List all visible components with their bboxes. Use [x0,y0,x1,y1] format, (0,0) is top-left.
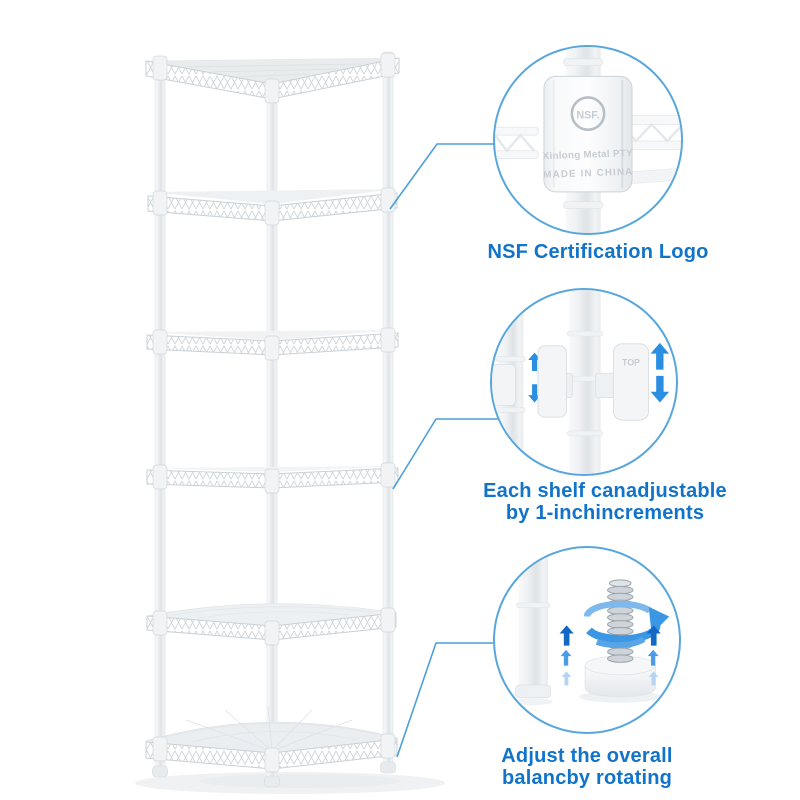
pole-lower-end [518,557,548,687]
nsf-caption: NSF Certification Logo [487,241,709,263]
engraving-brand-text: Xinlong Metal PTY [542,148,633,162]
adjust-caption-line1: Each shelf canadjustable [483,480,727,502]
balance-detail-illustration [513,557,670,706]
balance-caption-line1: Adjust the overall [501,745,673,767]
adjust-detail-illustration: TOP [492,290,670,474]
leader-line-balance [396,642,495,758]
collar-sleeve [543,75,633,193]
up-arrow-icon [650,342,670,370]
side-shelf-clip [492,363,516,406]
engraving-origin-text: MADE IN CHINA [543,167,633,181]
right-pole [382,55,394,765]
left-pole [154,63,166,773]
left-leveling-foot [152,765,168,778]
adjust-caption: Each shelf canadjustable by 1-inchincrem… [455,480,755,524]
left-shelf-clip [537,345,567,418]
threaded-screw [607,579,634,663]
balance-detail-circle [493,546,681,734]
up-arrow-icon [559,625,574,646]
right-leveling-foot [380,761,396,774]
balance-caption-line2: balancby rotating [501,767,673,789]
adjust-caption-line2: by 1-inchincrements [505,502,705,524]
nsf-detail-illustration: NSF. Xinlong Metal PTY MADE IN CHINA [495,47,681,233]
leader-lines [389,143,499,758]
pole-joint-ring-top [563,58,604,66]
nsf-logo-icon: NSF. [570,96,606,131]
shelf-poles [152,51,396,788]
clip-label: TOP [622,357,640,367]
adjust-detail-circle: TOP [490,288,678,476]
nsf-logo-text: NSF. [576,109,599,121]
right-shelf-clip [612,343,650,421]
wire-truss-left [495,126,539,159]
collar-engraving: Xinlong Metal PTY MADE IN CHINA [542,148,633,181]
up-arrow-icon [560,649,572,666]
wire-truss-right [619,115,681,185]
nsf-detail-circle: NSF. Xinlong Metal PTY MADE IN CHINA [493,45,683,235]
pole-end-cap [515,684,552,699]
down-arrow-icon [650,375,670,403]
leader-line-adjust [392,418,499,490]
up-arrow-icon [561,671,572,686]
center-leveling-foot [264,775,280,788]
balance-caption: Adjust the overall balancby rotating [437,745,737,789]
leader-line-nsf [389,143,495,210]
floor-shadow [135,772,445,794]
pole-joint-ring-bottom [563,201,604,209]
leveling-foot-close-up [583,579,670,698]
